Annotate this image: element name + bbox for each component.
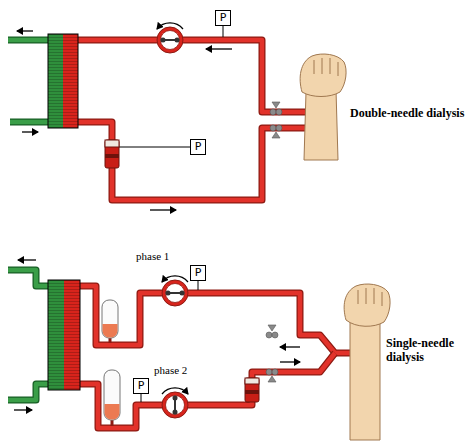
green-tubes <box>8 40 48 122</box>
pressure-gauge-box: P <box>190 265 206 281</box>
patient-arm <box>344 284 390 440</box>
pressure-stub <box>141 394 142 402</box>
gauge-letter: P <box>216 11 230 25</box>
pressure-stub <box>119 147 190 148</box>
circuit-title: Single-needle dialysis <box>386 336 466 364</box>
blood-pump <box>162 276 188 306</box>
dialyzer <box>48 280 80 390</box>
phase-label: phase 1 <box>136 250 169 263</box>
flow-arrows <box>14 260 300 410</box>
expansion-chamber <box>102 300 118 343</box>
pressure-gauge-box: P <box>190 139 206 155</box>
green-tubes <box>8 270 48 400</box>
clamps <box>270 102 282 138</box>
dialyzer <box>48 34 78 128</box>
drip-chamber <box>245 378 259 402</box>
gauge-letter: P <box>134 379 148 393</box>
pressure-stub <box>223 26 224 37</box>
drip-chamber <box>105 140 119 168</box>
red-tubes <box>78 40 306 200</box>
gauge-letter: P <box>191 266 205 280</box>
pressure-gauge-box: P <box>215 10 231 26</box>
circuit-title: Double-needle dialysis <box>350 106 464 120</box>
phase-label: phase 2 <box>154 364 187 377</box>
red-tubes <box>80 286 352 428</box>
clamps <box>266 325 278 382</box>
gauge-letter: P <box>191 140 205 154</box>
expansion-chamber <box>104 370 120 426</box>
pressure-gauge-box: P <box>133 378 149 394</box>
pressure-stub <box>198 281 199 290</box>
blood-pump <box>157 23 183 53</box>
flow-arrows <box>17 31 232 210</box>
blood-pump <box>162 388 188 418</box>
patient-arm <box>300 54 346 160</box>
